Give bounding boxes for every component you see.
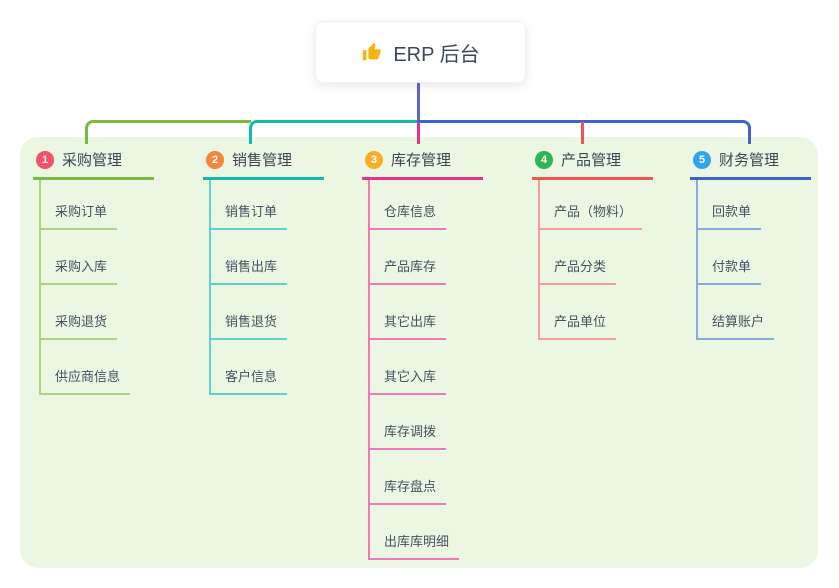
child-node[interactable]: 采购订单 xyxy=(41,180,118,230)
branch-title: 财务管理 xyxy=(719,152,780,169)
branch-title: 产品管理 xyxy=(561,152,622,169)
root-node[interactable]: ERP 后台 xyxy=(315,21,526,83)
child-node[interactable]: 采购入库 xyxy=(41,230,118,285)
branch-children: 采购订单采购入库采购退货供应商信息 xyxy=(39,180,131,395)
branch-children: 仓库信息产品库存其它出库其它入库库存调拨库存盘点出库库明细 xyxy=(368,180,460,560)
branch-column-3: 3 库存管理仓库信息产品库存其它出库其它入库库存调拨库存盘点出库库明细 xyxy=(362,149,483,560)
branch-children: 回款单付款单结算账户 xyxy=(696,180,775,340)
child-node[interactable]: 仓库信息 xyxy=(370,180,447,230)
branch-node[interactable]: 4 产品管理 xyxy=(532,149,653,180)
child-node[interactable]: 结算账户 xyxy=(698,285,775,340)
child-node[interactable]: 付款单 xyxy=(698,230,762,285)
connector-elbow-purchase xyxy=(85,120,251,144)
connector-drop-product xyxy=(581,122,584,144)
branch-number-badge: 5 xyxy=(693,150,711,169)
branch-number-badge: 1 xyxy=(36,150,54,169)
connector-drop-inventory xyxy=(417,122,420,144)
branch-title: 库存管理 xyxy=(391,152,452,169)
branch-number-badge: 3 xyxy=(365,150,383,169)
branches-panel xyxy=(20,137,818,568)
child-node[interactable]: 产品（物料） xyxy=(540,180,643,230)
root-title: ERP 后台 xyxy=(393,43,480,66)
branch-children: 产品（物料）产品分类产品单位 xyxy=(538,180,643,340)
branch-children: 销售订单销售出库销售退货客户信息 xyxy=(209,180,288,395)
child-node[interactable]: 客户信息 xyxy=(211,340,288,395)
branch-title: 采购管理 xyxy=(62,152,123,169)
branch-column-5: 5 财务管理回款单付款单结算账户 xyxy=(690,149,811,340)
child-node[interactable]: 产品分类 xyxy=(540,230,617,285)
connector-elbow-sales xyxy=(249,120,418,144)
branch-number-badge: 2 xyxy=(206,150,224,169)
branch-title: 销售管理 xyxy=(232,152,293,169)
branch-column-1: 1 采购管理采购订单采购入库采购退货供应商信息 xyxy=(33,149,154,395)
child-node[interactable]: 销售出库 xyxy=(211,230,288,285)
branch-node[interactable]: 3 库存管理 xyxy=(362,149,483,180)
child-node[interactable]: 供应商信息 xyxy=(41,340,131,395)
branch-node[interactable]: 5 财务管理 xyxy=(690,149,811,180)
branch-node[interactable]: 1 采购管理 xyxy=(33,149,154,180)
child-node[interactable]: 库存盘点 xyxy=(370,450,447,505)
child-node[interactable]: 库存调拨 xyxy=(370,395,447,450)
branch-number-badge: 4 xyxy=(535,150,553,169)
branch-node[interactable]: 2 销售管理 xyxy=(203,149,324,180)
child-node[interactable]: 产品库存 xyxy=(370,230,447,285)
child-node[interactable]: 产品单位 xyxy=(540,285,617,340)
connector-elbow-finance xyxy=(417,120,751,144)
child-node[interactable]: 销售退货 xyxy=(211,285,288,340)
thumbs-up-icon xyxy=(361,41,383,63)
branch-column-4: 4 产品管理产品（物料）产品分类产品单位 xyxy=(532,149,653,340)
branch-column-2: 2 销售管理销售订单销售出库销售退货客户信息 xyxy=(203,149,324,395)
child-node[interactable]: 其它入库 xyxy=(370,340,447,395)
connector-trunk xyxy=(417,81,420,122)
child-node[interactable]: 采购退货 xyxy=(41,285,118,340)
child-node[interactable]: 出库库明细 xyxy=(370,505,460,560)
child-node[interactable]: 回款单 xyxy=(698,180,762,230)
child-node[interactable]: 其它出库 xyxy=(370,285,447,340)
child-node[interactable]: 销售订单 xyxy=(211,180,288,230)
